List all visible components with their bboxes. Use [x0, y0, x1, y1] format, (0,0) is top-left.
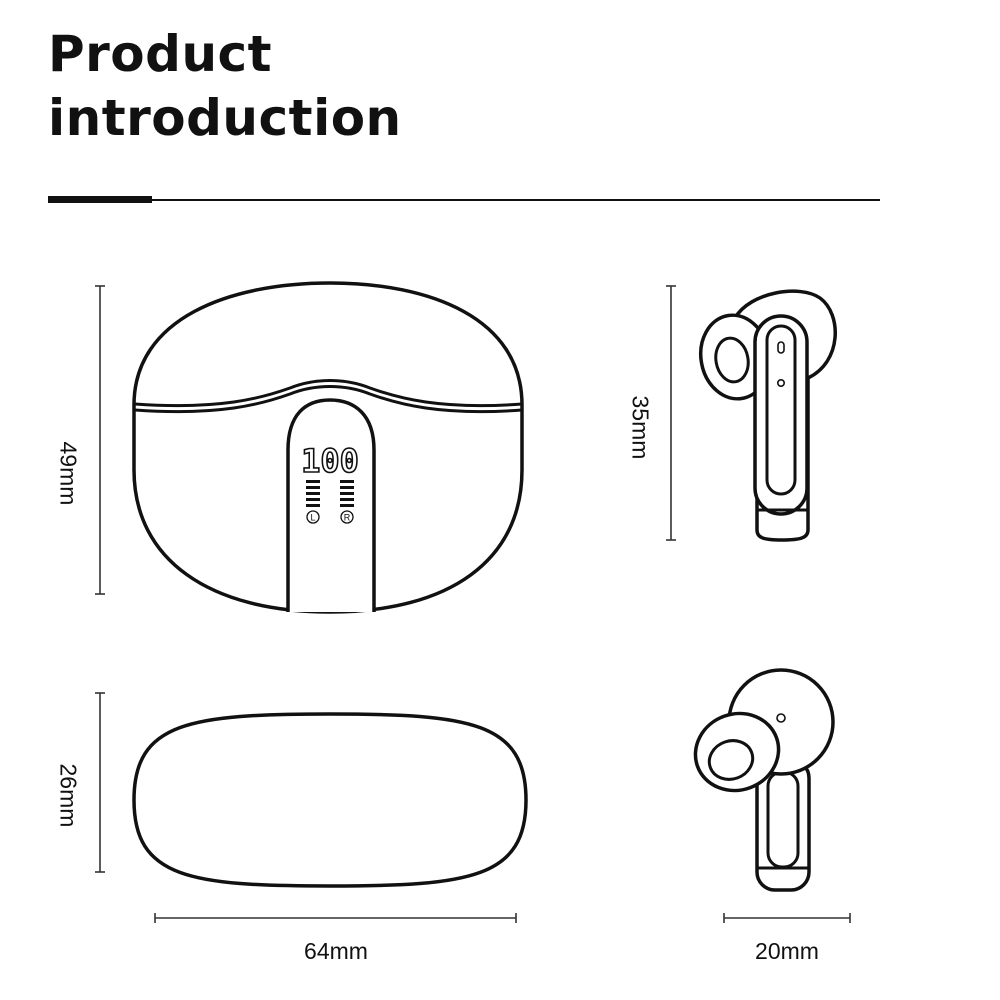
left-indicator-label: L: [310, 513, 315, 523]
title-divider: [48, 199, 880, 201]
case-depth-label: 26mm: [55, 763, 82, 828]
left-battery-bars: [306, 480, 320, 507]
earbud-touch-panel: [765, 324, 797, 496]
earbud-eartip-opening-angled: [707, 739, 755, 781]
left-indicator-icon: [306, 510, 320, 524]
case-front-view: 100 L R: [132, 281, 524, 614]
case-width-dimension-line: [154, 913, 517, 923]
earbud-sensor-icon: [777, 341, 785, 354]
case-display-panel: [286, 398, 376, 612]
earbud-eartip-angled: [693, 711, 781, 793]
earbud-height-label: 35mm: [627, 395, 654, 460]
case-top-view: [132, 712, 528, 888]
earbud-width-label: 20mm: [755, 938, 819, 964]
earbud-height-dimension-line: [666, 285, 676, 541]
case-depth-dimension-line: [95, 692, 105, 873]
earbud-width-dimension-line: [723, 913, 851, 923]
case-height-label: 49mm: [55, 441, 82, 506]
case-lid-seam: [134, 379, 523, 408]
earbud-mic-icon-angled: [776, 713, 786, 723]
right-battery-bars: [340, 480, 354, 507]
earbud-mic-icon: [776, 378, 785, 387]
right-indicator-label: R: [344, 513, 351, 523]
earbud-side-view: [698, 289, 837, 542]
page-title: Product introduction: [48, 22, 402, 150]
case-width-label: 64mm: [304, 938, 368, 964]
earbud-angled-view: [693, 668, 835, 892]
right-indicator-icon: [340, 510, 354, 524]
title-line-1: Product: [48, 25, 273, 83]
earbud-eartip-opening: [714, 336, 750, 384]
title-line-2: introduction: [48, 89, 402, 147]
case-height-dimension-line: [95, 285, 105, 595]
case-top-outline: [132, 712, 528, 888]
battery-readout: 100: [301, 442, 359, 480]
earbud-stem-front: [753, 314, 809, 516]
title-divider-accent: [48, 196, 152, 203]
case-lid-seam-inner: [134, 385, 523, 414]
